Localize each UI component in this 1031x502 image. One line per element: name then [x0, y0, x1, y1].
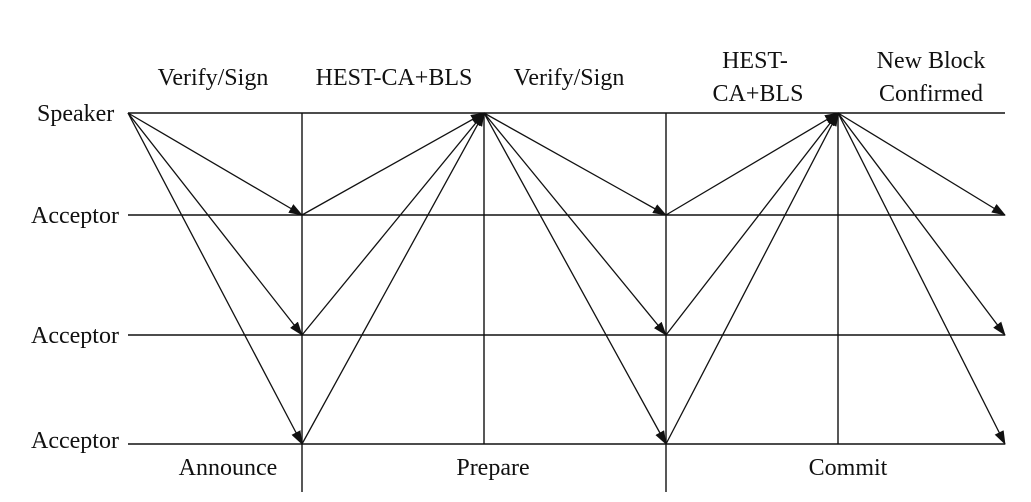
- label-hest-ca-bls-2-line1: HEST-: [722, 48, 788, 74]
- label-verify-sign-1: Verify/Sign: [158, 65, 269, 91]
- arrow-prepare-to-acceptor-3: [483, 112, 667, 445]
- arrow-commit-from-acceptor-1: [665, 112, 839, 216]
- arrow-announce-to-acceptor-1: [127, 112, 303, 216]
- node-label-acceptor-3: Acceptor: [31, 428, 119, 454]
- node-label-speaker: Speaker: [37, 101, 114, 127]
- phase-label-announce: Announce: [179, 455, 278, 481]
- arrow-announce-to-acceptor-3: [127, 112, 303, 445]
- arrow-prepare-from-acceptor-3: [301, 112, 485, 445]
- label-new-block-line1: New Block: [877, 48, 986, 74]
- arrow-commit-from-acceptor-2: [665, 112, 839, 336]
- arrow-commit-to-acceptor-1: [837, 112, 1006, 216]
- arrow-prepare-from-acceptor-1: [301, 112, 485, 216]
- arrow-commit-from-acceptor-3: [665, 112, 839, 445]
- phase-label-commit: Commit: [809, 455, 888, 481]
- arrow-prepare-from-acceptor-2: [301, 112, 485, 336]
- arrow-prepare-to-acceptor-1: [483, 112, 667, 216]
- phase-label-prepare: Prepare: [456, 455, 529, 481]
- arrow-announce-to-acceptor-2: [127, 112, 303, 336]
- label-hest-ca-bls-2-line2: CA+BLS: [713, 81, 804, 107]
- arrow-commit-to-acceptor-2: [837, 112, 1006, 336]
- label-verify-sign-2: Verify/Sign: [514, 65, 625, 91]
- label-hest-ca-bls-1: HEST-CA+BLS: [316, 65, 473, 91]
- node-label-acceptor-1: Acceptor: [31, 203, 119, 229]
- arrow-commit-to-acceptor-3: [837, 112, 1006, 445]
- node-label-acceptor-2: Acceptor: [31, 323, 119, 349]
- arrow-prepare-to-acceptor-2: [483, 112, 667, 336]
- label-new-block-line2: Confirmed: [879, 81, 983, 107]
